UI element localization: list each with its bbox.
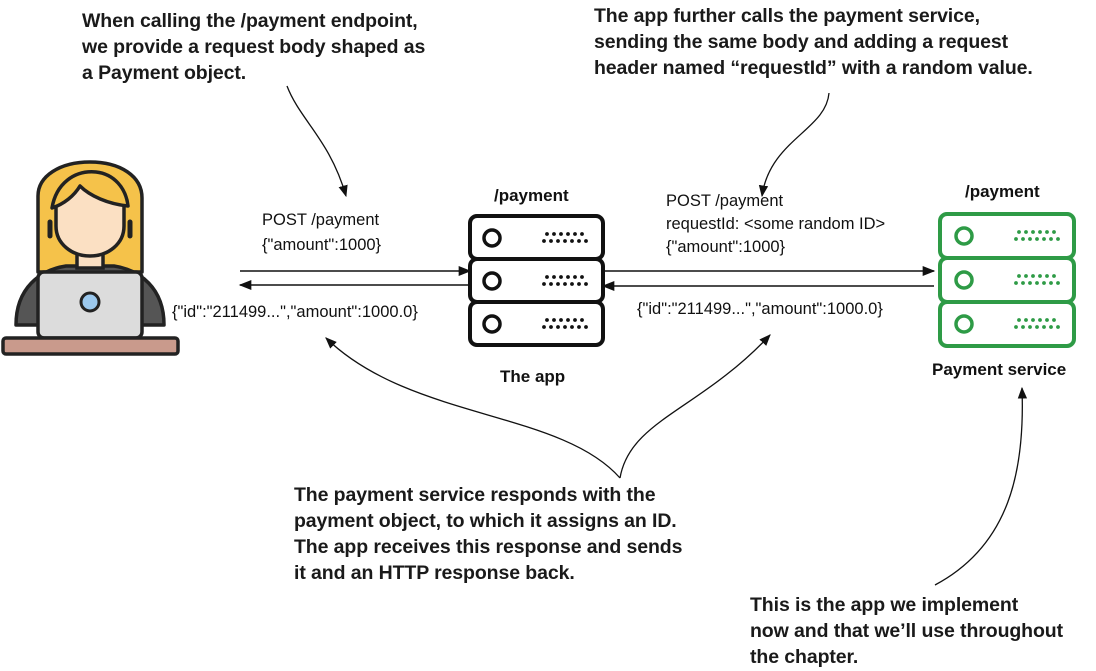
annotation-app-we-implement: This is the app we implement now and tha… xyxy=(750,594,1064,668)
app-endpoint-label: /payment xyxy=(494,186,569,205)
top-left-callout-arrow xyxy=(286,85,348,198)
right-request-body: {"amount":1000} xyxy=(666,238,786,256)
top-right-callout-arrow xyxy=(758,92,830,198)
bottom-right-callout-arrow xyxy=(934,386,1028,586)
left-request-body: {"amount":1000} xyxy=(262,236,382,254)
right-request-header: requestId: <some random ID> xyxy=(666,215,886,233)
left-response-body: {"id":"211499...","amount":1000.0} xyxy=(172,303,418,321)
right-request-method: POST /payment xyxy=(666,192,784,210)
right-response-body: {"id":"211499...","amount":1000.0} xyxy=(637,300,883,318)
annotation-request-body: When calling the /payment endpoint, we p… xyxy=(82,10,426,84)
left-request-method: POST /payment xyxy=(262,211,380,229)
annotation-response: The payment service responds with the pa… xyxy=(294,484,683,584)
app-caption: The app xyxy=(500,367,566,386)
payment-endpoint-label: /payment xyxy=(965,182,1040,201)
bottom-center-callout-left-arrow xyxy=(325,337,621,479)
payment-caption: Payment service xyxy=(932,360,1067,379)
annotation-payment-service-call: The app further calls the payment servic… xyxy=(594,5,1033,79)
bottom-center-callout-right-arrow xyxy=(619,334,771,479)
